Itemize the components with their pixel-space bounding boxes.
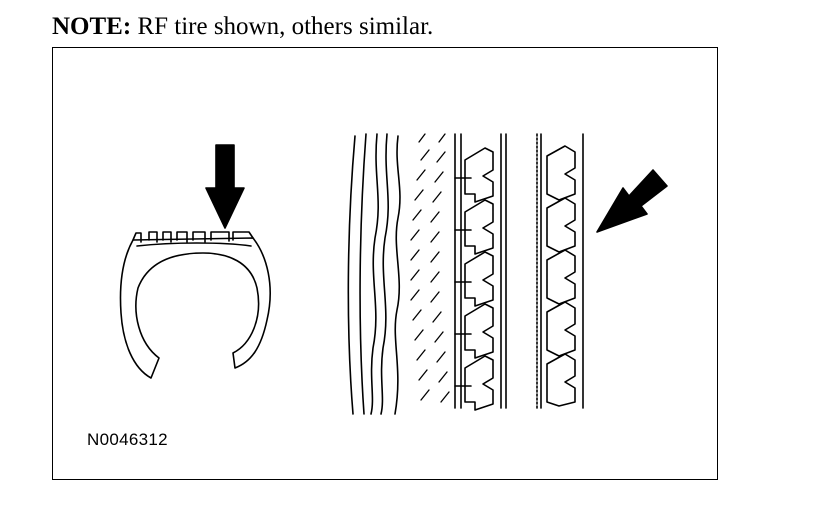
tire-cross-section-outline [119,237,271,379]
worn-tread-strip [536,133,584,409]
tire-tread-notches [132,231,254,243]
tire-sidewall-lines [347,133,401,415]
tire-cross-section [119,231,271,379]
tread-dash-marks [410,133,450,403]
tire-tread-base-line [136,242,252,247]
note-line: NOTE: RF tire shown, others similar. [52,12,433,42]
diagonal-arrow-icon [596,169,668,233]
tread-band [454,133,507,411]
down-arrow-icon [205,144,245,229]
figure-frame: N0046312 [52,47,718,480]
note-text: RF tire shown, others similar. [131,13,434,40]
figure-drawing [119,133,668,415]
note-label: NOTE: [52,13,132,40]
figure-id: N0046312 [87,430,168,449]
